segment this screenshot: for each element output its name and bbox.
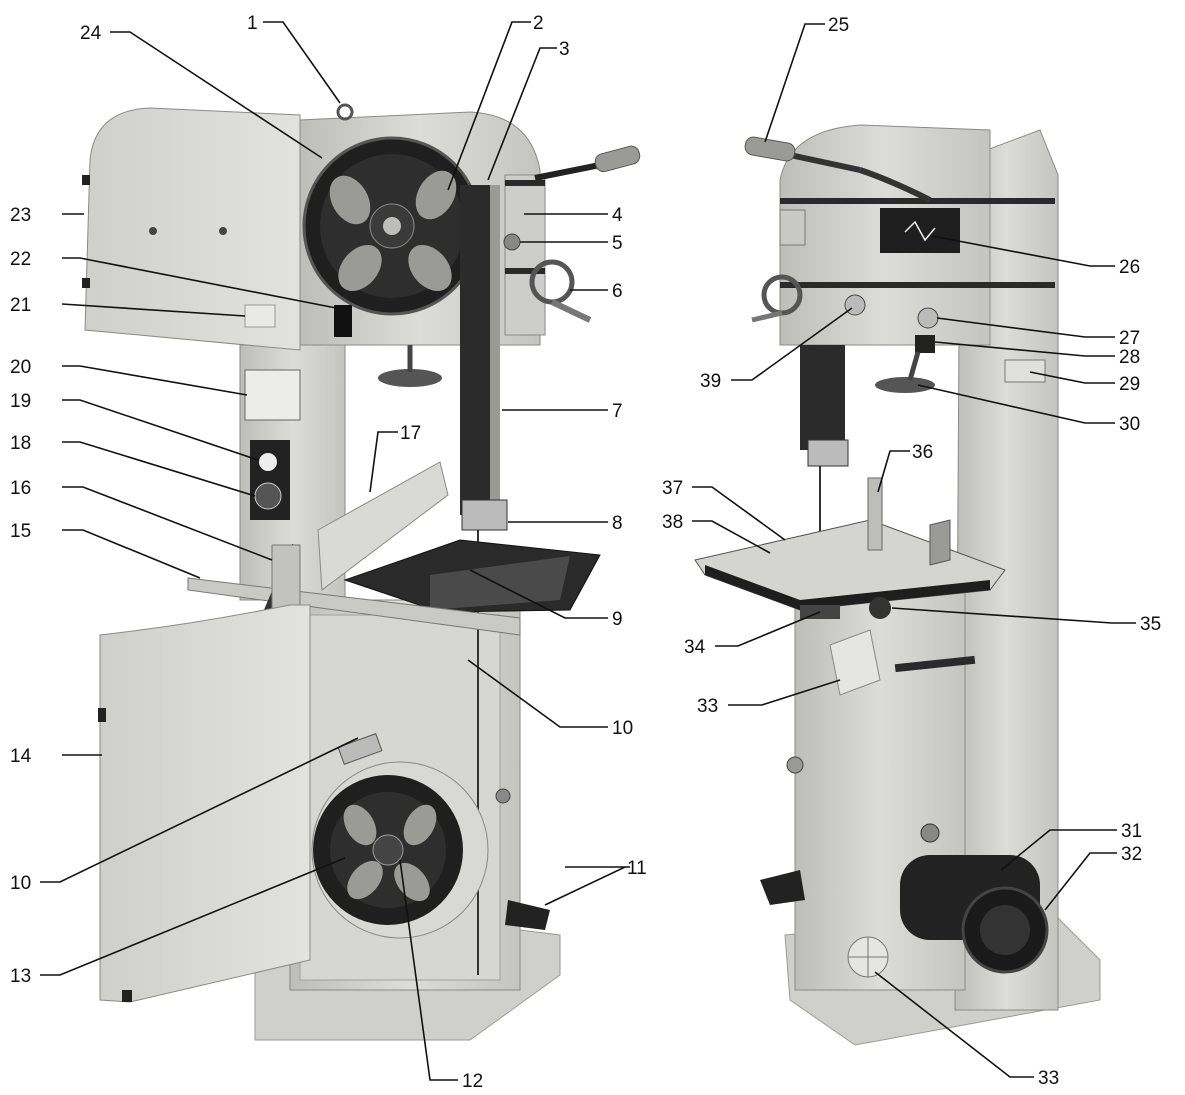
left-machine bbox=[82, 103, 641, 1041]
callout-13: 13 bbox=[10, 966, 31, 987]
warning-label-22 bbox=[334, 305, 352, 337]
warning-plate-20 bbox=[244, 369, 301, 421]
callout-21: 21 bbox=[10, 295, 31, 316]
motor bbox=[900, 855, 1049, 974]
leader-lines bbox=[40, 21, 1136, 1081]
fence-rail-15 bbox=[187, 577, 521, 636]
callout-9: 9 bbox=[612, 609, 623, 630]
callout-22: 22 bbox=[10, 249, 31, 270]
left-lower-door bbox=[99, 604, 311, 1003]
callout-20: 20 bbox=[10, 357, 31, 378]
callout-14: 14 bbox=[10, 746, 32, 767]
callout-38: 38 bbox=[662, 512, 683, 533]
door-window-21 bbox=[244, 304, 276, 328]
callout-12: 12 bbox=[462, 1071, 483, 1092]
callout-37: 37 bbox=[662, 478, 683, 499]
dust-port-upper bbox=[829, 629, 881, 696]
callout-32: 32 bbox=[1121, 844, 1142, 865]
miter-post-36 bbox=[867, 477, 883, 551]
callout-labels: 1 2 3 4 5 6 7 8 9 10 11 12 13 14 15 16 1… bbox=[10, 13, 1161, 1092]
callout-25: 25 bbox=[828, 15, 849, 36]
callout-4: 4 bbox=[612, 205, 623, 226]
rip-fence-17 bbox=[317, 461, 449, 591]
callout-27: 27 bbox=[1119, 328, 1140, 349]
callout-28: 28 bbox=[1119, 347, 1140, 368]
callout-34: 34 bbox=[684, 637, 706, 658]
callout-10b: 10 bbox=[10, 873, 31, 894]
callout-16: 16 bbox=[10, 478, 31, 499]
callout-10a: 10 bbox=[612, 718, 633, 739]
callout-5: 5 bbox=[612, 233, 623, 254]
foot-brake-11 bbox=[505, 900, 550, 930]
left-upper-door bbox=[84, 107, 301, 351]
callout-24: 24 bbox=[80, 23, 102, 44]
callout-17: 17 bbox=[400, 423, 421, 444]
callout-18: 18 bbox=[10, 433, 31, 454]
callout-8: 8 bbox=[612, 513, 623, 534]
callout-30: 30 bbox=[1119, 414, 1140, 435]
nameplate-29 bbox=[1004, 359, 1046, 383]
callout-6: 6 bbox=[612, 281, 623, 302]
upper-wheel bbox=[302, 136, 482, 316]
callout-36: 36 bbox=[912, 442, 933, 463]
callout-29: 29 bbox=[1119, 374, 1140, 395]
callout-1: 1 bbox=[247, 13, 258, 34]
callout-39: 39 bbox=[700, 371, 721, 392]
callout-33b: 33 bbox=[1038, 1068, 1059, 1089]
callout-15: 15 bbox=[10, 521, 31, 542]
right-machine bbox=[694, 124, 1101, 1046]
lower-wheel bbox=[311, 761, 489, 939]
callout-23: 23 bbox=[10, 205, 31, 226]
callout-7: 7 bbox=[612, 401, 623, 422]
callout-11: 11 bbox=[627, 858, 647, 879]
callout-31: 31 bbox=[1121, 821, 1142, 842]
callout-33a: 33 bbox=[697, 696, 718, 717]
callout-19: 19 bbox=[10, 391, 31, 412]
callout-26: 26 bbox=[1119, 257, 1140, 278]
callout-2: 2 bbox=[533, 13, 544, 34]
callout-35: 35 bbox=[1140, 614, 1161, 635]
callout-3: 3 bbox=[559, 39, 570, 60]
